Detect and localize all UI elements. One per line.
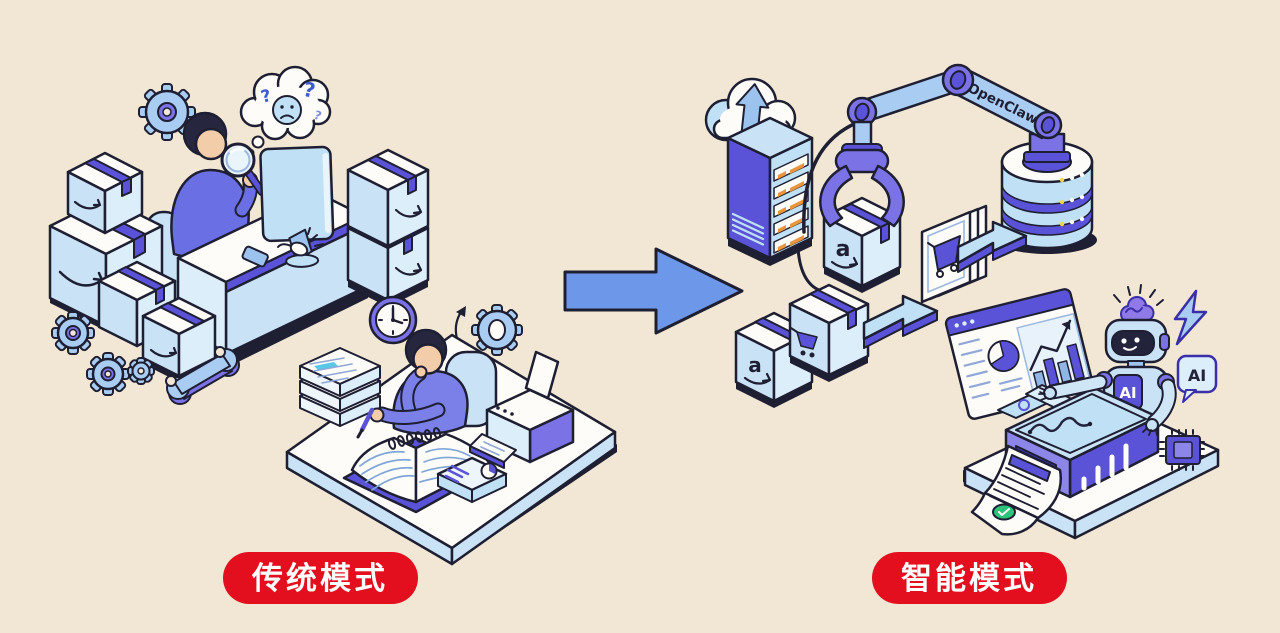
thought-bubble: ? ? ?: [239, 65, 332, 158]
gear-icon: [127, 357, 155, 385]
robot-visor: [1111, 330, 1155, 356]
gear-icon: [51, 311, 95, 355]
shopping-cart-cards: [920, 204, 988, 304]
parcel-box-stack: [48, 151, 217, 382]
flow-arrow-icon: [862, 294, 939, 349]
phone-icon: [241, 245, 269, 268]
gripped-parcel-box: a: [822, 196, 902, 293]
robotic-arm: OpenClaw: [834, 63, 1071, 174]
wrench-icon: [165, 346, 240, 405]
gear-icon: [86, 352, 130, 396]
smart-scene: OpenClaw a: [704, 63, 1220, 540]
server-led-rows: [773, 153, 809, 254]
parcel-box-cart: [788, 283, 870, 382]
cart-icon: [927, 235, 961, 278]
worker-writing: [356, 328, 469, 439]
cpu-chip-icon: [1159, 429, 1205, 471]
sad-face-icon: [272, 95, 302, 125]
smile-swoosh-icon: [73, 198, 102, 210]
window-titlebar: [945, 288, 1075, 337]
console-screen: [1015, 393, 1147, 454]
printer: [469, 350, 575, 469]
spark-lines: [1113, 284, 1164, 306]
pen-icon: [359, 407, 375, 433]
flow-arrow-icon: [956, 220, 1028, 273]
cable: [796, 246, 828, 294]
magnifier-icon: [220, 142, 267, 197]
paper-stack: [299, 347, 381, 427]
smile-swoosh-icon: [149, 346, 178, 358]
smart-mode-badge: [872, 552, 1067, 604]
robot-chest-label: AI: [1119, 384, 1136, 402]
smile-swoosh-icon: [830, 256, 859, 269]
robot-arms: [1038, 371, 1177, 436]
pie-chart-icon: [987, 339, 1020, 372]
ai-bubble-label: AI: [1188, 366, 1206, 385]
bar-chart-icon: [1016, 312, 1092, 397]
screen-route-line: [1028, 416, 1092, 434]
traditional-scene: ? ? ?: [48, 65, 617, 566]
claw-finger: [870, 164, 905, 228]
parcel-letter: a: [748, 353, 762, 377]
spiral-rings: [387, 427, 442, 450]
question-mark: ?: [301, 77, 317, 103]
question-mark: ?: [312, 108, 323, 124]
smart-mode-label: 智能模式: [901, 561, 1037, 597]
server-rack: [726, 116, 814, 266]
robot-ear: [1159, 333, 1170, 351]
parcel-box-pair: [346, 148, 430, 307]
sidebar-lines: [958, 338, 991, 399]
ai-chat-bubble: AI: [1176, 354, 1218, 403]
process-gear-icon: [454, 304, 523, 358]
database-led-dots: [1059, 172, 1085, 227]
clock-icon: [368, 295, 418, 345]
brain-icon: [1120, 296, 1155, 323]
printed-receipt: [970, 444, 1063, 536]
lightning-bolt-icon: [1173, 289, 1208, 346]
mouse-icon: [277, 227, 324, 257]
cart-icon: [790, 327, 818, 358]
traditional-mode-label: 传统模式: [251, 561, 388, 597]
parcel-letter: a: [836, 237, 851, 262]
approval-seal-icon: [992, 503, 1016, 521]
cable: [802, 122, 856, 234]
mode-labels: 传统模式 智能模式: [223, 552, 1067, 604]
traditional-mode-badge: [223, 552, 418, 604]
claw-finger: [819, 164, 854, 228]
transition-arrow-icon: [563, 247, 744, 335]
desktop-monitor: [259, 145, 335, 268]
calculator: [436, 456, 508, 503]
gear-icon: [138, 83, 196, 141]
